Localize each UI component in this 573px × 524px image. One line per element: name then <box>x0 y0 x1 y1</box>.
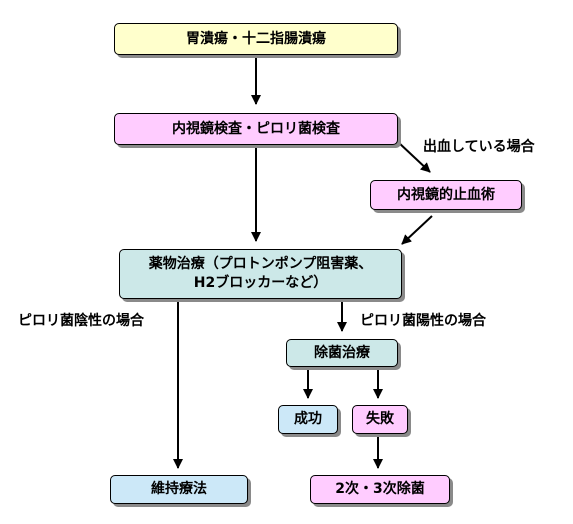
node-re-eradication-text: 2次・3次除菌 <box>335 481 425 498</box>
node-maintenance-text: 維持療法 <box>151 481 207 498</box>
node-eradication-text: 除菌治療 <box>314 344 370 361</box>
node-exam-text: 内視鏡検査・ピロリ菌検査 <box>172 120 340 137</box>
node-ulcer-text: 胃潰瘍・十二指腸潰瘍 <box>186 30 326 47</box>
node-eradication: 除菌治療 <box>286 339 398 367</box>
node-maintenance: 維持療法 <box>110 475 248 504</box>
node-exam: 内視鏡検査・ピロリ菌検査 <box>114 113 398 145</box>
node-drug-therapy-line1: 薬物治療（プロトンポンプ阻害薬、 <box>148 256 373 273</box>
node-hemostasis-text: 内視鏡的止血術 <box>397 186 495 203</box>
node-success: 成功 <box>278 405 338 434</box>
node-ulcer: 胃潰瘍・十二指腸潰瘍 <box>114 23 398 55</box>
node-drug-therapy: 薬物治療（プロトンポンプ阻害薬、 H2ブロッカーなど） <box>119 249 402 299</box>
node-success-text: 成功 <box>294 411 322 428</box>
node-drug-therapy-line2: H2ブロッカーなど） <box>193 275 328 291</box>
label-pylori-positive: ピロリ菌陽性の場合 <box>360 313 486 329</box>
node-failure-text: 失敗 <box>366 411 394 428</box>
node-failure: 失敗 <box>352 405 408 434</box>
label-pylori-negative: ピロリ菌陰性の場合 <box>18 313 144 329</box>
arrow-exam-to-hemostasis <box>397 141 431 173</box>
node-hemostasis: 内視鏡的止血術 <box>370 180 522 210</box>
label-bleeding: 出血している場合 <box>423 139 535 155</box>
node-re-eradication: 2次・3次除菌 <box>310 475 450 504</box>
arrow-hemostasis-to-drug <box>401 215 433 245</box>
